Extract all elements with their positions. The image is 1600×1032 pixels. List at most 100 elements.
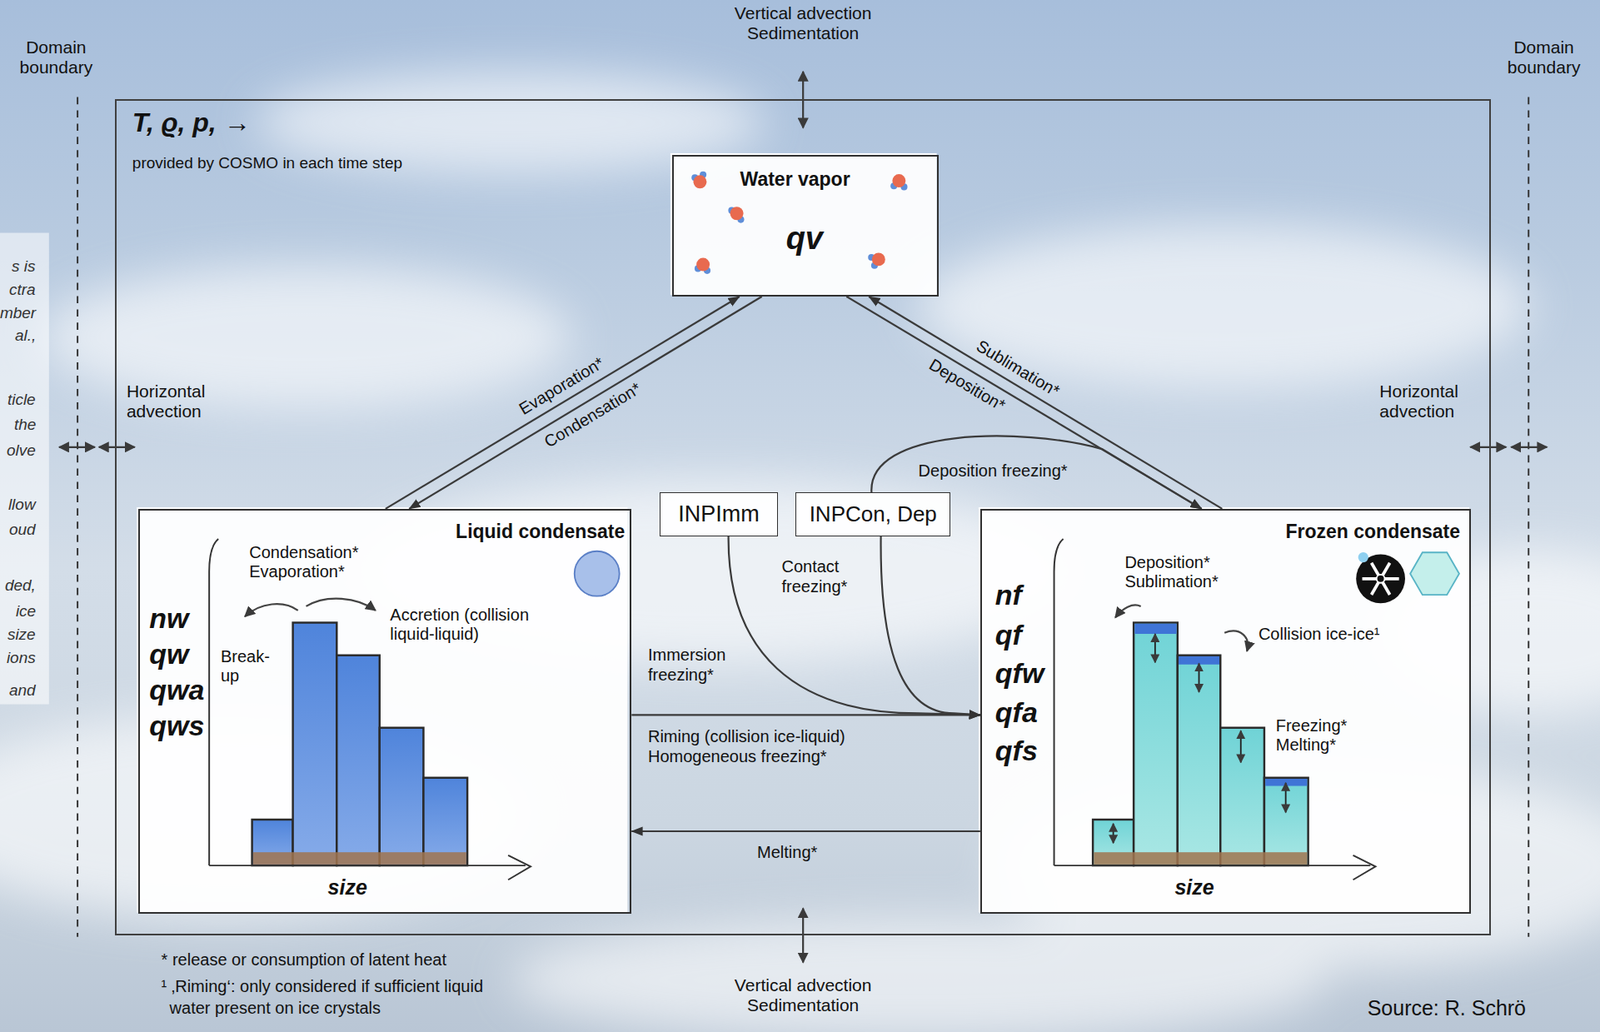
edge-label: Melting* <box>757 842 818 863</box>
cropped-text-fragment: the <box>14 415 36 434</box>
histogram-bar <box>336 655 379 866</box>
size-change-arrow <box>1198 663 1201 693</box>
axis <box>1054 864 1371 867</box>
cropped-text-fragment: ticle <box>7 390 36 409</box>
edge-label: Riming (collision ice-liquid) Homogeneou… <box>647 726 890 767</box>
size-change-arrow <box>1154 633 1157 663</box>
molecule-atom <box>730 206 744 220</box>
state-variables: T, ϱ, p, → <box>132 107 251 139</box>
cloud <box>40 265 572 409</box>
process-arrow <box>1115 604 1142 618</box>
process-arrow <box>306 598 376 611</box>
cropped-text-fragment: mber <box>0 304 36 323</box>
process-arrow <box>385 296 740 509</box>
process-label: Condensation* Evaporation* <box>249 543 374 582</box>
variable-symbol: qfs <box>995 734 1038 768</box>
axis-arrow <box>508 855 531 880</box>
advection-arrow <box>59 446 95 449</box>
axis-arrow <box>1353 855 1376 880</box>
cropped-text-fragment: and <box>9 681 36 700</box>
process-label: Deposition* Sublimation* <box>1124 553 1237 592</box>
advection-label: Horizontal advection <box>1379 381 1484 422</box>
advection-label: Horizontal advection <box>126 381 231 422</box>
model-note: provided by COSMO in each time step <box>132 154 403 173</box>
process-arrow <box>728 536 981 716</box>
variable-symbol: qw <box>149 638 189 671</box>
axis <box>209 864 526 867</box>
process-label: Collision ice-ice¹ <box>1258 624 1381 644</box>
size-change-arrow <box>1240 730 1242 763</box>
variable-symbol: nw <box>149 602 189 635</box>
cropped-text-fragment: olve <box>6 441 36 460</box>
rime-layer <box>1134 623 1177 634</box>
domain-boundary-line <box>1527 97 1530 938</box>
axis <box>1054 538 1064 866</box>
ice-crystal-icon <box>1410 552 1460 595</box>
process-arrow <box>868 296 1222 509</box>
advection-label: Vertical advection Sedimentation <box>715 975 891 1016</box>
process-label: Accretion (collision liquid-liquid) <box>389 605 561 644</box>
histogram-bar <box>379 727 424 866</box>
source-credit: Source: R. Schrö <box>1367 996 1526 1021</box>
box-heading: Liquid condensate <box>455 520 625 543</box>
cropped-text-fragment: llow <box>8 495 36 514</box>
advection-label: Vertical advection Sedimentation <box>715 3 891 44</box>
snowflake-core <box>1376 574 1386 584</box>
cropped-text-fragment: size <box>7 625 36 644</box>
box-heading: Frozen condensate <box>1285 520 1461 543</box>
snowflake-arm <box>1371 563 1391 595</box>
molecule-atom <box>696 258 710 272</box>
process-arrow <box>881 536 981 716</box>
aerosol-base <box>1093 852 1307 865</box>
histogram-bar <box>1220 727 1265 866</box>
molecule-atom <box>872 252 886 266</box>
variable-symbol: qws <box>149 709 205 743</box>
box-fill <box>670 153 938 295</box>
cloud-background <box>0 71 1600 1032</box>
axis <box>209 538 219 866</box>
rime-layer <box>1178 656 1220 665</box>
advection-arrow <box>1470 446 1506 449</box>
frozen-condensate-box: Frozen condensatenfqfqfwqfaqfsDeposition… <box>980 508 1471 914</box>
ice-histogram <box>1054 538 1460 880</box>
inp-box: INPCon, Dep <box>795 492 951 537</box>
variable-symbol: qwa <box>149 673 205 707</box>
box-heading: Water vapor <box>740 168 851 190</box>
footnote: * release or consumption of latent heat <box>161 950 447 970</box>
axis-label: size <box>328 875 368 900</box>
boundary-label: Domain boundary <box>1494 37 1595 78</box>
variable-symbol: qf <box>995 618 1022 652</box>
process-label: Freezing* Melting* <box>1276 716 1360 755</box>
cropped-text-fragment: oud <box>9 520 36 539</box>
domain-boundary-line <box>76 97 79 938</box>
inp-label: INPCon, Dep <box>809 502 938 528</box>
snowflake-glint <box>1358 552 1369 563</box>
variable-symbol: qfw <box>995 657 1045 690</box>
inp-label: INPImm <box>677 501 760 528</box>
axis-label: size <box>1174 875 1214 900</box>
histogram-bar <box>293 623 338 867</box>
process-arrow <box>408 296 763 509</box>
snowflake-arm <box>1371 563 1391 595</box>
edge-label: Immersion freezing* <box>647 644 740 685</box>
molecule-atom <box>892 174 906 188</box>
box-fill <box>136 507 628 913</box>
histogram-bar <box>1133 623 1178 867</box>
liquid-condensate-box: Liquid condensate nwqwqwaqws Condensation*… <box>138 508 632 914</box>
size-change-arrow <box>1285 782 1287 813</box>
cropped-panel <box>0 233 50 705</box>
process-arrow <box>631 830 981 833</box>
variable-symbol: qv <box>786 220 823 258</box>
cropped-text-fragment: al., <box>14 326 36 345</box>
droplet-icon <box>574 551 620 597</box>
process-label: Break- up <box>220 647 276 686</box>
liquid-histogram <box>209 538 620 880</box>
cropped-text-fragment: ded, <box>4 576 36 595</box>
cropped-text-fragment: ctra <box>9 280 36 300</box>
footnote: ¹ ‚Riming‘: only considered if sufficien… <box>161 975 520 1019</box>
histogram-bar <box>1177 655 1221 866</box>
variable-symbol: nf <box>995 578 1022 612</box>
process-arrow <box>631 713 981 716</box>
inp-box: INPImm <box>659 492 778 537</box>
